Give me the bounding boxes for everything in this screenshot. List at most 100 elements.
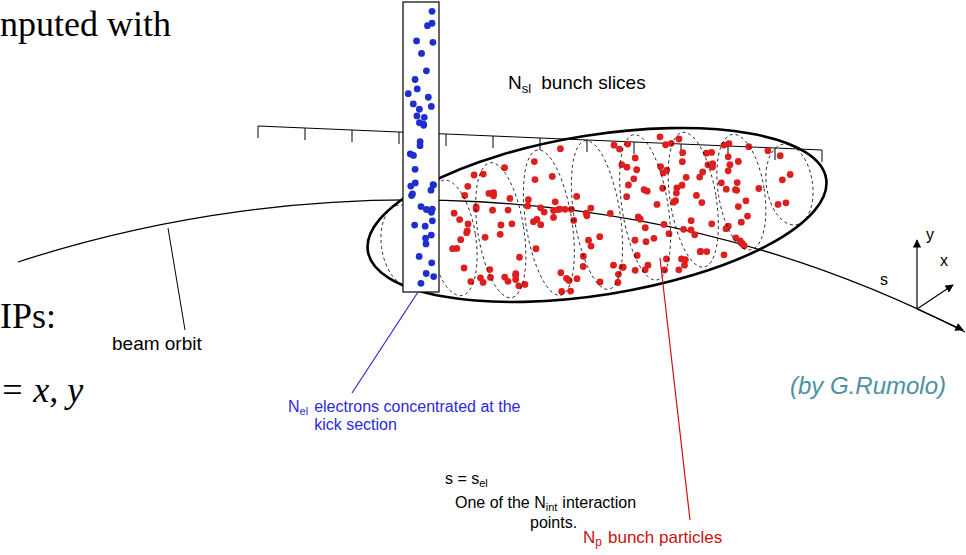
particle-dot [725, 167, 732, 174]
particle-dot [663, 167, 670, 174]
particle-dot [735, 158, 742, 165]
electron-dot [430, 182, 437, 189]
electrons [405, 8, 437, 287]
particle-dot [618, 161, 625, 168]
particle-dot [703, 248, 710, 255]
particle-dot [721, 251, 728, 258]
particle-dot [580, 263, 587, 270]
particle-dot [509, 220, 516, 227]
particle-dot [741, 242, 748, 249]
electron-dot [414, 86, 421, 93]
particle-dot [676, 136, 683, 143]
particle-dot [487, 274, 494, 281]
scale-tick [258, 126, 259, 138]
particle-dot [661, 221, 668, 228]
particle-dot [783, 199, 790, 206]
particle-dot [734, 179, 741, 186]
particle-dot [515, 282, 522, 289]
particle-dot [708, 149, 715, 156]
particle-label: bunch particles [608, 528, 722, 548]
slice-outline [710, 131, 774, 254]
electron-dot [418, 50, 425, 57]
particle-dot [725, 153, 732, 160]
particle-dot [501, 164, 508, 171]
particle-dot [556, 206, 563, 213]
electron-dot [422, 223, 429, 230]
slice-outline [660, 129, 727, 271]
particle-dot [512, 272, 519, 279]
slide-text: IPs: [0, 296, 56, 337]
subscript: int [546, 501, 558, 514]
particle-dot [505, 207, 512, 214]
particle-dot [616, 146, 623, 153]
electron-dot [417, 142, 424, 149]
slice-ellipses [375, 129, 818, 301]
scale-tick [822, 150, 823, 162]
electron-dot [411, 222, 418, 229]
particle-dot [497, 231, 504, 238]
particle-dot [693, 192, 700, 199]
electron-dot [430, 273, 437, 280]
slice-outline [515, 146, 583, 298]
particle-dot [673, 185, 680, 192]
particle-dot [549, 173, 556, 180]
particle-dot [597, 279, 604, 286]
symbol: N [583, 528, 595, 548]
ip-note: interaction [562, 494, 636, 512]
electron-dot [416, 253, 423, 260]
particle-dot [670, 199, 677, 206]
credit: (by G.Rumolo) [790, 372, 946, 400]
particle-dot [679, 158, 686, 165]
x-axis [917, 285, 953, 309]
particle-dot [477, 274, 484, 281]
symbol: N [508, 72, 522, 94]
particle-dot [697, 248, 704, 255]
particle-dot [657, 133, 664, 140]
particle-dot [657, 163, 664, 170]
particle-dot [550, 207, 557, 214]
subscript: el [479, 477, 488, 490]
slide-text: nputed with [0, 4, 171, 45]
particle-dot [654, 201, 661, 208]
particle-dot [585, 237, 592, 244]
particle-dot [696, 174, 703, 181]
slice-outline [467, 159, 534, 301]
scale-tick [775, 148, 776, 160]
electron-label: electrons concentrated at the kick secti… [314, 398, 536, 435]
subscript: p [595, 536, 602, 550]
particle-dot [651, 235, 658, 242]
particle-dot [644, 188, 651, 195]
electron-dot [420, 122, 427, 129]
particle-dot [637, 216, 644, 223]
particle-dot [516, 254, 523, 261]
particle-dot [557, 269, 564, 276]
particle-dot [697, 248, 704, 255]
particle-dot [743, 197, 750, 204]
slide-formula: = x, y [0, 370, 83, 411]
scale-tick [587, 140, 588, 152]
particle-dot [623, 193, 630, 200]
electron-dot [408, 192, 415, 199]
electron-dot [429, 8, 436, 15]
particle-dot [642, 224, 649, 231]
scale-tick [399, 132, 400, 144]
particle-dot [558, 288, 565, 295]
y-axis [916, 240, 917, 309]
particle-dot [709, 160, 716, 167]
axis-label: x [940, 252, 948, 270]
particle-dot [777, 152, 784, 159]
slice-outline [611, 131, 679, 283]
particle-dot [471, 172, 478, 179]
particle-dot [498, 222, 505, 229]
particle-dot [486, 190, 493, 197]
equation: s = s [445, 470, 479, 488]
particle-dot [732, 234, 739, 241]
particle-dot [632, 267, 639, 274]
particle-dot [666, 230, 673, 237]
particle-dot [541, 209, 548, 216]
particle-dot [482, 234, 489, 241]
scale-label: bunch slices [541, 72, 646, 94]
particle-dot [550, 214, 557, 221]
particle-dot [633, 166, 640, 173]
